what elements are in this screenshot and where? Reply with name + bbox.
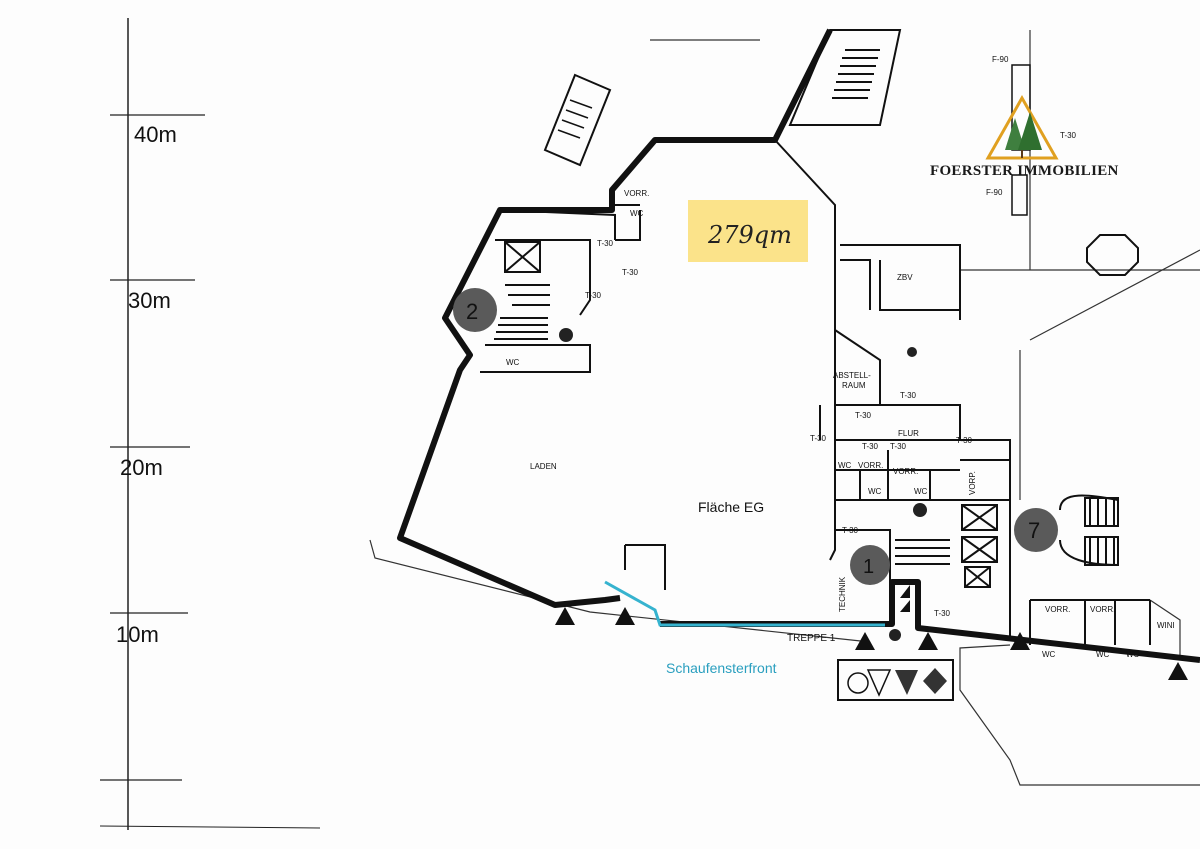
stair-marker-1: 1 xyxy=(850,545,890,585)
svg-text:T-30: T-30 xyxy=(622,268,639,277)
svg-text:T-30: T-30 xyxy=(934,609,951,618)
stair-marker-7: 7 xyxy=(1014,508,1058,552)
stairs-2-block xyxy=(494,241,573,342)
svg-text:WC: WC xyxy=(838,461,852,470)
svg-text:VORR.: VORR. xyxy=(624,189,649,198)
svg-text:T-30: T-30 xyxy=(956,436,973,445)
svg-text:T-30: T-30 xyxy=(862,442,879,451)
wini-label: WINI xyxy=(1157,621,1175,630)
scale-label-20m: 20m xyxy=(120,455,163,480)
svg-text:VORR.: VORR. xyxy=(858,461,883,470)
svg-text:7: 7 xyxy=(1028,518,1040,543)
stair-marker-2: 2 xyxy=(453,288,497,332)
context-lines xyxy=(369,30,1200,786)
svg-text:VORR.: VORR. xyxy=(1090,605,1115,614)
inner-walls xyxy=(480,139,1151,645)
svg-text:2: 2 xyxy=(466,299,478,324)
svg-text:WC: WC xyxy=(1126,650,1140,659)
room-tags: VORR. WC WC WC WC WC WC WC WC VORR. VORR… xyxy=(506,131,1140,659)
svg-text:T-30: T-30 xyxy=(597,239,614,248)
area-label: Fläche EG xyxy=(698,499,764,515)
tech-label: TECHNIK xyxy=(838,576,847,612)
shop-front-label: Schaufensterfront xyxy=(666,660,777,676)
shop-window-front-line xyxy=(604,580,885,627)
svg-text:WC: WC xyxy=(1096,650,1110,659)
scale-label-40m: 40m xyxy=(134,122,177,147)
safety-symbols xyxy=(837,659,954,701)
scale-label-30m: 30m xyxy=(128,288,171,313)
scale-bar: 40m 30m 20m 10m xyxy=(99,18,321,830)
svg-text:WC: WC xyxy=(868,487,882,496)
area-note-text: 279qm xyxy=(707,221,792,249)
svg-text:WC: WC xyxy=(506,358,520,367)
svg-text:T-30: T-30 xyxy=(842,526,859,535)
storage-label-line2: RAUM xyxy=(842,381,866,390)
stair-label: TREPPE 1 xyxy=(787,633,836,644)
svg-text:VORR.: VORR. xyxy=(1045,605,1070,614)
tree-triangle-logo-icon xyxy=(985,94,1059,160)
svg-text:T-30: T-30 xyxy=(1060,131,1077,140)
company-logo: FOERSTER IMMOBILIEN xyxy=(930,94,1119,179)
svg-text:T-30: T-30 xyxy=(890,442,907,451)
f90-label-top: F-90 xyxy=(992,55,1009,64)
svg-text:T-30: T-30 xyxy=(585,291,602,300)
svg-text:VORP.: VORP. xyxy=(968,471,977,495)
area-note: 279qm xyxy=(688,200,808,262)
area-note-highlight xyxy=(688,200,808,262)
svg-text:VORR.: VORR. xyxy=(893,467,918,476)
svg-text:T-30: T-30 xyxy=(855,411,872,420)
octagon-symbol xyxy=(1086,234,1139,276)
stairs-1-block xyxy=(889,347,998,641)
triangle-markers xyxy=(555,585,1188,680)
svg-text:WC: WC xyxy=(630,209,644,218)
f90-label-bottom: F-90 xyxy=(986,188,1003,197)
staircase-north xyxy=(543,29,902,167)
scale-label-10m: 10m xyxy=(116,622,159,647)
company-name: FOERSTER IMMOBILIEN xyxy=(930,163,1119,179)
svg-text:WC: WC xyxy=(1042,650,1056,659)
svg-text:T-30: T-30 xyxy=(810,434,827,443)
stairs-7-block xyxy=(1059,494,1119,566)
storage-label-line1: ABSTELL- xyxy=(833,371,871,380)
zbv-label: ZBV xyxy=(897,273,913,282)
svg-text:TECHNIK: TECHNIK xyxy=(838,576,847,612)
vorp-label: VORP. xyxy=(968,471,977,495)
svg-text:T-30: T-30 xyxy=(900,391,917,400)
svg-text:1: 1 xyxy=(863,556,874,578)
f90-wall-bottom xyxy=(1011,174,1028,216)
shop-label: LADEN xyxy=(530,462,557,471)
hall-label: FLUR xyxy=(898,429,919,438)
svg-text:WC: WC xyxy=(914,487,928,496)
